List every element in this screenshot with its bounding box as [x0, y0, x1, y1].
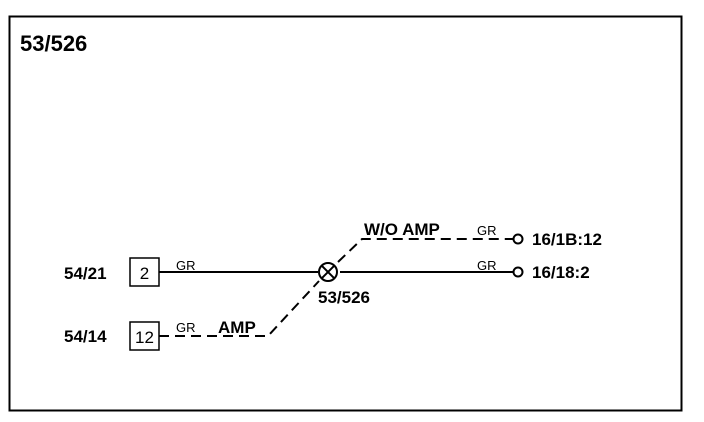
terminal-label-upper-right: 16/1B:12	[532, 230, 602, 249]
option-label-wo-amp: W/O AMP	[364, 220, 440, 239]
connector-pin-number-top: 2	[140, 264, 149, 283]
connector-label-top: 54/21	[64, 264, 107, 283]
terminal-upper-right-icon	[512, 233, 524, 245]
terminal-label-right: 16/18:2	[532, 263, 590, 282]
wire-color-label-right: GR	[477, 258, 497, 273]
connector-pin-box-top	[129, 257, 160, 287]
wire-dashed-amp	[159, 280, 320, 337]
splice-label: 53/526	[318, 288, 370, 307]
connector-label-bottom: 54/14	[64, 327, 107, 346]
splice-icon	[318, 262, 338, 282]
connector-pin-box-bottom	[129, 321, 160, 351]
terminal-right-icon	[512, 266, 524, 278]
connector-pin-number-bottom: 12	[135, 328, 154, 347]
wire-color-label-bottom-left: GR	[176, 320, 196, 335]
option-label-amp: AMP	[218, 318, 256, 337]
wire-color-label-top-left: GR	[176, 258, 196, 273]
wire-color-label-upper-right: GR	[477, 223, 497, 238]
wire-dashed-wo-amp	[337, 238, 513, 263]
diagram-border	[8, 15, 683, 412]
diagram-title: 53/526	[20, 31, 87, 56]
